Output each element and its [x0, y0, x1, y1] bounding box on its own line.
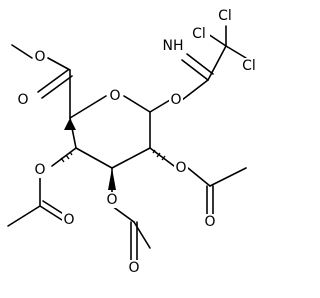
molecule-diagram: O O O O NH Cl Cl Cl	[7, 8, 260, 276]
atom-o-c2: O	[174, 160, 188, 176]
wedge-bond-c3-o	[108, 168, 116, 190]
svg-text:O: O	[128, 260, 139, 276]
bond-c4-acyl-o-double-b	[42, 200, 66, 216]
bond-imidate-c-n-double-a	[181, 59, 209, 81]
bond-c2-o-acyl-c	[187, 167, 211, 187]
svg-text:Cl: Cl	[218, 8, 232, 24]
atom-cl-top: Cl	[214, 8, 236, 24]
atom-o-c3: O	[105, 192, 119, 208]
svg-text:O: O	[106, 192, 117, 208]
atom-nh-imine: NH	[160, 38, 186, 54]
atom-cl-right: Cl	[238, 58, 260, 74]
bond-c2-o	[149, 147, 175, 167]
bond-ester-c-o-double-a	[37, 69, 69, 93]
svg-text:Cl: Cl	[242, 58, 256, 74]
atom-o-ring: O	[108, 88, 122, 104]
bond-c2-acyl-methyl	[209, 167, 247, 187]
svg-text:O: O	[63, 212, 74, 228]
bond-imidate-c-n-double-b	[186, 53, 214, 75]
hash-bond-c4-o	[60, 151, 73, 163]
bond-o-ester-carbon	[47, 57, 71, 71]
bond-c4-acyl-o-double-a	[39, 205, 63, 221]
svg-text:O: O	[109, 88, 120, 104]
svg-text:O: O	[34, 162, 45, 178]
bond-c3-c4	[75, 147, 113, 169]
wedge-bond-c5-ester	[64, 118, 76, 130]
bond-c4-o	[51, 147, 77, 167]
svg-text:O: O	[175, 160, 186, 176]
bond-ccl3-cl-left	[207, 33, 227, 47]
bond-imidate-c-ccl3	[207, 45, 227, 81]
atom-labels: O O O O NH Cl Cl Cl	[16, 8, 260, 276]
structure-canvas: O O O O NH Cl Cl Cl	[7, 8, 260, 276]
bond-c3-o-acyl-c	[111, 205, 135, 223]
atom-cl-left: Cl	[188, 26, 210, 42]
atom-o-c4: O	[33, 162, 47, 178]
bond-ring-o-c1	[123, 95, 151, 113]
bond-c4-acyl-methyl	[7, 205, 41, 227]
hash-bond-c2-o	[152, 149, 166, 161]
atom-o-c2-carbonyl: O	[203, 214, 217, 230]
atom-o-c4-carbonyl: O	[62, 212, 76, 228]
svg-text:O: O	[170, 92, 181, 108]
bond-ester-c-o-double-b	[41, 75, 73, 99]
stereo-bonds	[60, 118, 166, 190]
atom-o-ester-methyl: O	[33, 49, 47, 65]
bond-c2-c3	[111, 147, 151, 169]
bond-ccl3-cl-right	[225, 45, 247, 59]
svg-text:O: O	[34, 49, 45, 65]
bond-anomeric-o-imidate-c	[181, 79, 209, 101]
svg-text:O: O	[204, 214, 215, 230]
atom-o-c3-carbonyl: O	[127, 260, 141, 276]
svg-text:NH: NH	[163, 38, 184, 54]
svg-text:O: O	[17, 92, 28, 108]
bond-methyl-o	[11, 44, 33, 59]
atom-o-anomeric: O	[169, 92, 183, 108]
bond-c5-ring-o	[69, 95, 107, 119]
atom-o-ester-carbonyl: O	[16, 92, 30, 108]
bond-c1-anomeric-o	[149, 99, 171, 113]
svg-text:Cl: Cl	[192, 26, 206, 42]
